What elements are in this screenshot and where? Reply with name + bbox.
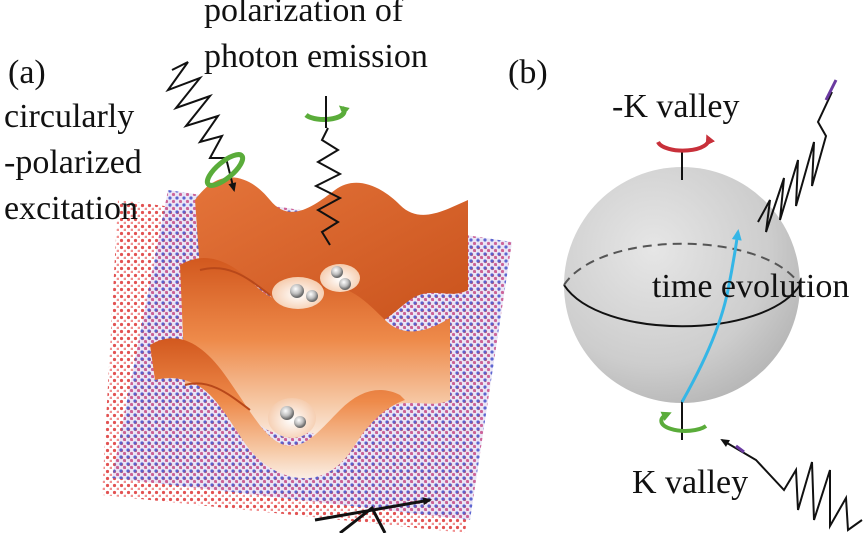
excitation-label-line2: -polarized bbox=[4, 144, 142, 181]
panel-b-label: (b) bbox=[508, 54, 548, 91]
excitation-polarization-icon bbox=[204, 152, 246, 188]
sphere-excitation-wave bbox=[720, 438, 863, 532]
bloch-sphere bbox=[564, 167, 800, 403]
sphere-emission-wave bbox=[757, 91, 833, 233]
excitation-label-line1: circularly bbox=[4, 98, 135, 135]
panel-a-label: (a) bbox=[8, 54, 46, 91]
k-rotation-icon bbox=[659, 411, 708, 433]
time-evolution-label: time evolution bbox=[652, 268, 850, 305]
emission-wave bbox=[313, 127, 343, 246]
exciton-particles bbox=[280, 266, 351, 428]
emission-polarization-icon bbox=[304, 105, 350, 123]
k-valley-label: K valley bbox=[632, 464, 749, 501]
excitation-wave bbox=[165, 61, 237, 192]
emission-label-line2: photon emission bbox=[204, 38, 428, 75]
excitation-label-line3: excitation bbox=[4, 190, 139, 227]
potential-surface bbox=[150, 177, 468, 479]
time-evolution-path bbox=[680, 229, 742, 403]
minus-k-rotation-icon bbox=[656, 134, 716, 153]
emission-label-line1: polarization of bbox=[204, 0, 404, 29]
equator-front bbox=[563, 284, 801, 328]
minus-k-valley-label: -K valley bbox=[612, 88, 740, 125]
equator-back bbox=[563, 242, 801, 286]
